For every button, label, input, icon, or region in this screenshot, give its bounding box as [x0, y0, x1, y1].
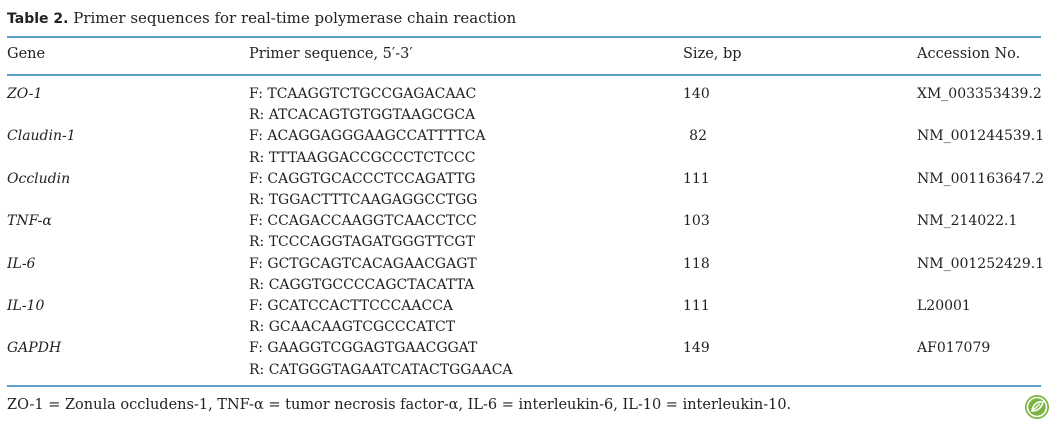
- reverse-primer: R: TGGACTTTCAAGAGGCCTGG: [249, 192, 478, 208]
- accession-number: AF017079: [917, 340, 991, 357]
- accession-number: NM_001163647.2: [917, 170, 1045, 187]
- product-size: 118: [683, 254, 710, 274]
- gene-name: Claudin-1: [7, 128, 76, 145]
- top-rule: [7, 36, 1041, 38]
- reverse-primer: R: TTTAAGGACCGCCCTCTCCC: [249, 149, 476, 166]
- gene-name: TNF-α: [7, 213, 52, 230]
- product-size-value: 103: [683, 213, 710, 230]
- forward-primer: F: GCATCCACTTCCCAACCA: [249, 298, 454, 314]
- column-header-gene: Gene: [7, 46, 46, 62]
- column-header-accession: Accession No.: [917, 46, 1021, 62]
- bottom-rule: [7, 385, 1041, 387]
- reverse-primer: R: ATCACAGTGTGGTAAGCGCA: [249, 107, 476, 124]
- product-size-value: 118: [683, 255, 710, 272]
- forward-primer: F: GAAGGTCGGAGTGAACGGAT: [249, 340, 478, 357]
- product-size: 111: [683, 169, 710, 189]
- product-size-value: 140: [683, 86, 710, 102]
- product-size: 149: [683, 338, 710, 358]
- gene-name: Occludin: [7, 170, 71, 187]
- product-size: 82: [683, 126, 707, 146]
- product-size: 111: [683, 296, 710, 316]
- reverse-primer: R: CAGGTGCCCCAGCTACATTA: [249, 276, 475, 293]
- product-size-value: 82: [689, 128, 707, 145]
- gene-name: ZO-1: [7, 86, 43, 102]
- header-rule: [7, 74, 1041, 76]
- forward-primer: F: ACAGGAGGGAAGCCATTTTCA: [249, 128, 486, 145]
- table-caption-label: Table 2.: [7, 11, 69, 27]
- gene-name: IL-6: [7, 255, 36, 272]
- column-header-primer-sequence: Primer sequence, 5′-3′: [249, 46, 413, 62]
- table-caption-text: Primer sequences for real-time polymeras…: [73, 9, 517, 27]
- accession-number: NM_214022.1: [917, 213, 1018, 230]
- reverse-primer: R: CATGGGTAGAATCATACTGGAACA: [249, 361, 513, 378]
- accession-number: L20001: [917, 298, 971, 314]
- product-size: 103: [683, 211, 710, 231]
- table-caption: Table 2. Primer sequences for real-time …: [7, 8, 516, 29]
- forward-primer: F: CAGGTGCACCCTCCAGATTG: [249, 170, 476, 187]
- accession-number: XM_003353439.2: [917, 86, 1042, 102]
- column-header-size: Size, bp: [683, 46, 742, 62]
- forward-primer: F: GCTGCAGTCACAGAACGAGT: [249, 255, 477, 272]
- forward-primer: F: CCAGACCAAGGTCAACCTCC: [249, 213, 477, 230]
- product-size-value: 111: [683, 298, 710, 314]
- accession-number: NM_001252429.1: [917, 255, 1045, 272]
- leaf-badge-icon: [1024, 394, 1050, 420]
- product-size: 140: [683, 84, 710, 104]
- reverse-primer: R: GCAACAAGTCGCCCATCT: [249, 319, 456, 336]
- table-footnote: ZO-1 = Zonula occludens-1, TNF-α = tumor…: [7, 397, 792, 413]
- product-size-value: 149: [683, 340, 710, 357]
- accession-number: NM_001244539.1: [917, 128, 1045, 145]
- gene-name: IL-10: [7, 298, 45, 314]
- gene-name: GAPDH: [7, 340, 62, 357]
- forward-primer: F: TCAAGGTCTGCCGAGACAAC: [249, 86, 477, 102]
- reverse-primer: R: TCCCAGGTAGATGGGTTCGT: [249, 234, 475, 251]
- product-size-value: 111: [683, 170, 710, 187]
